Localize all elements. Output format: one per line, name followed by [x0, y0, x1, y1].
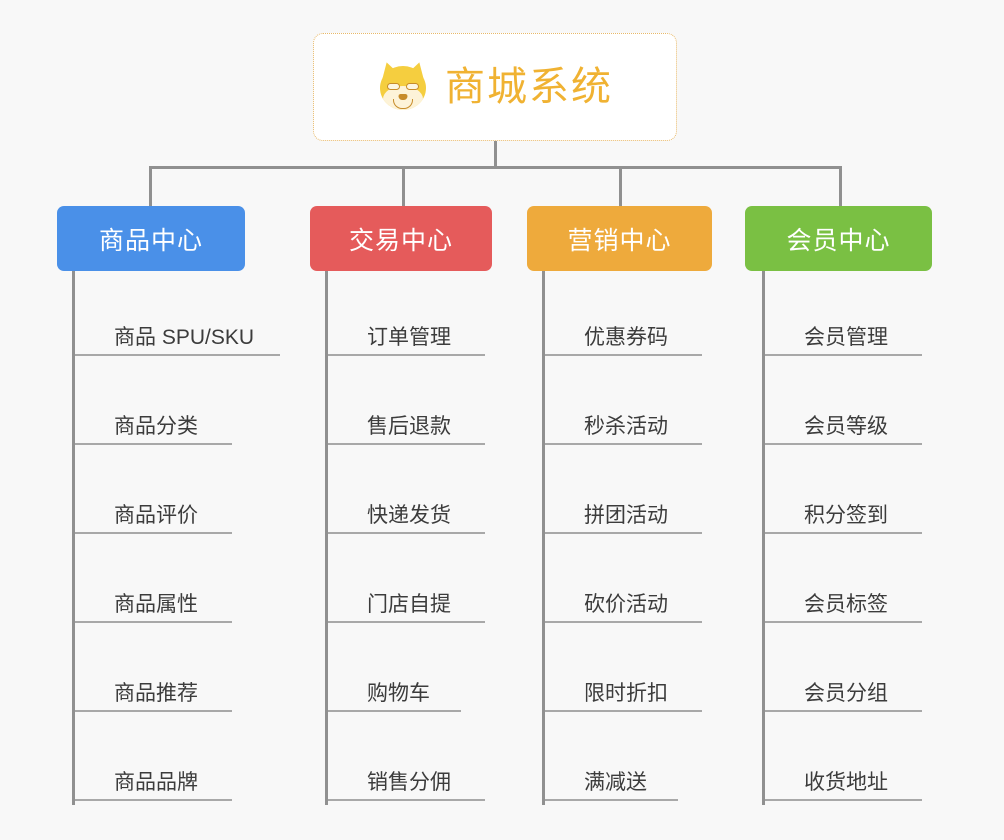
leaf-item-rule	[545, 532, 702, 534]
category-box-marketing-center[interactable]: 营销中心	[527, 206, 712, 271]
root-title: 商城系统	[445, 65, 613, 109]
leaf-item-rule	[75, 354, 280, 356]
leaf-item-rule	[765, 443, 922, 445]
root-node[interactable]: 商城系统	[313, 33, 677, 141]
leaf-item-rule	[75, 532, 232, 534]
connector-drop-member-center	[839, 166, 842, 206]
connector-spine-trade-center	[325, 271, 328, 805]
category-box-product-center[interactable]: 商品中心	[57, 206, 245, 271]
leaf-item-label: 会员分组	[804, 681, 888, 705]
connector-drop-marketing-center	[619, 166, 622, 206]
leaf-item-label: 优惠券码	[584, 325, 668, 349]
leaf-item-rule	[765, 532, 922, 534]
leaf-item-rule	[765, 354, 922, 356]
category-box-member-center[interactable]: 会员中心	[745, 206, 932, 271]
leaf-item-rule	[545, 354, 702, 356]
leaf-item-label: 商品评价	[114, 503, 198, 527]
leaf-item-rule	[328, 710, 461, 712]
leaf-item-rule	[75, 710, 232, 712]
leaf-item-rule	[75, 621, 232, 623]
leaf-item-rule	[328, 443, 485, 445]
category-label: 营销中心	[567, 226, 672, 255]
connector-root-stem	[494, 141, 497, 168]
leaf-item-label: 积分签到	[804, 503, 888, 527]
leaf-item-rule	[75, 799, 232, 801]
leaf-item-label: 秒杀活动	[584, 414, 668, 438]
leaf-item-rule	[545, 710, 702, 712]
leaf-item-label: 会员等级	[804, 414, 888, 438]
leaf-item-rule	[75, 443, 232, 445]
connector-spine-marketing-center	[542, 271, 545, 805]
leaf-item-label: 商品品牌	[114, 770, 198, 794]
leaf-item-label: 商品 SPU/SKU	[114, 325, 255, 349]
leaf-item-label: 商品属性	[114, 592, 198, 616]
connector-spine-product-center	[72, 271, 75, 805]
leaf-item-label: 会员标签	[804, 592, 888, 616]
category-label: 会员中心	[786, 226, 891, 255]
leaf-item-rule	[765, 621, 922, 623]
category-label: 交易中心	[348, 226, 453, 255]
leaf-item-label: 销售分佣	[367, 770, 451, 794]
leaf-item-rule	[765, 799, 922, 801]
leaf-item-rule	[328, 354, 485, 356]
leaf-item-rule	[765, 710, 922, 712]
leaf-item-label: 快递发货	[367, 503, 451, 527]
leaf-item-label: 售后退款	[367, 414, 451, 438]
leaf-item-label: 收货地址	[804, 770, 888, 794]
leaf-item-rule	[328, 532, 485, 534]
dog-face-icon	[377, 59, 429, 113]
leaf-item-label: 商品分类	[114, 414, 198, 438]
leaf-item-rule	[545, 443, 702, 445]
leaf-item-label: 拼团活动	[584, 503, 668, 527]
leaf-item-rule	[545, 621, 702, 623]
category-box-trade-center[interactable]: 交易中心	[310, 206, 492, 271]
leaf-item-label: 限时折扣	[584, 681, 668, 705]
leaf-item-label: 砍价活动	[584, 592, 668, 616]
leaf-item-rule	[328, 799, 485, 801]
connector-drop-product-center	[149, 166, 152, 206]
connector-spine-member-center	[762, 271, 765, 805]
leaf-item-label: 会员管理	[804, 325, 888, 349]
category-label: 商品中心	[98, 226, 203, 255]
leaf-item-label: 门店自提	[367, 592, 451, 616]
connector-drop-trade-center	[402, 166, 405, 206]
leaf-item-label: 商品推荐	[114, 681, 198, 705]
leaf-item-rule	[328, 621, 485, 623]
connector-horizontal-bus	[149, 166, 839, 169]
leaf-item-label: 购物车	[367, 681, 430, 705]
leaf-item-label: 订单管理	[367, 325, 451, 349]
leaf-item-label: 满减送	[584, 770, 647, 794]
leaf-item-rule	[545, 799, 678, 801]
